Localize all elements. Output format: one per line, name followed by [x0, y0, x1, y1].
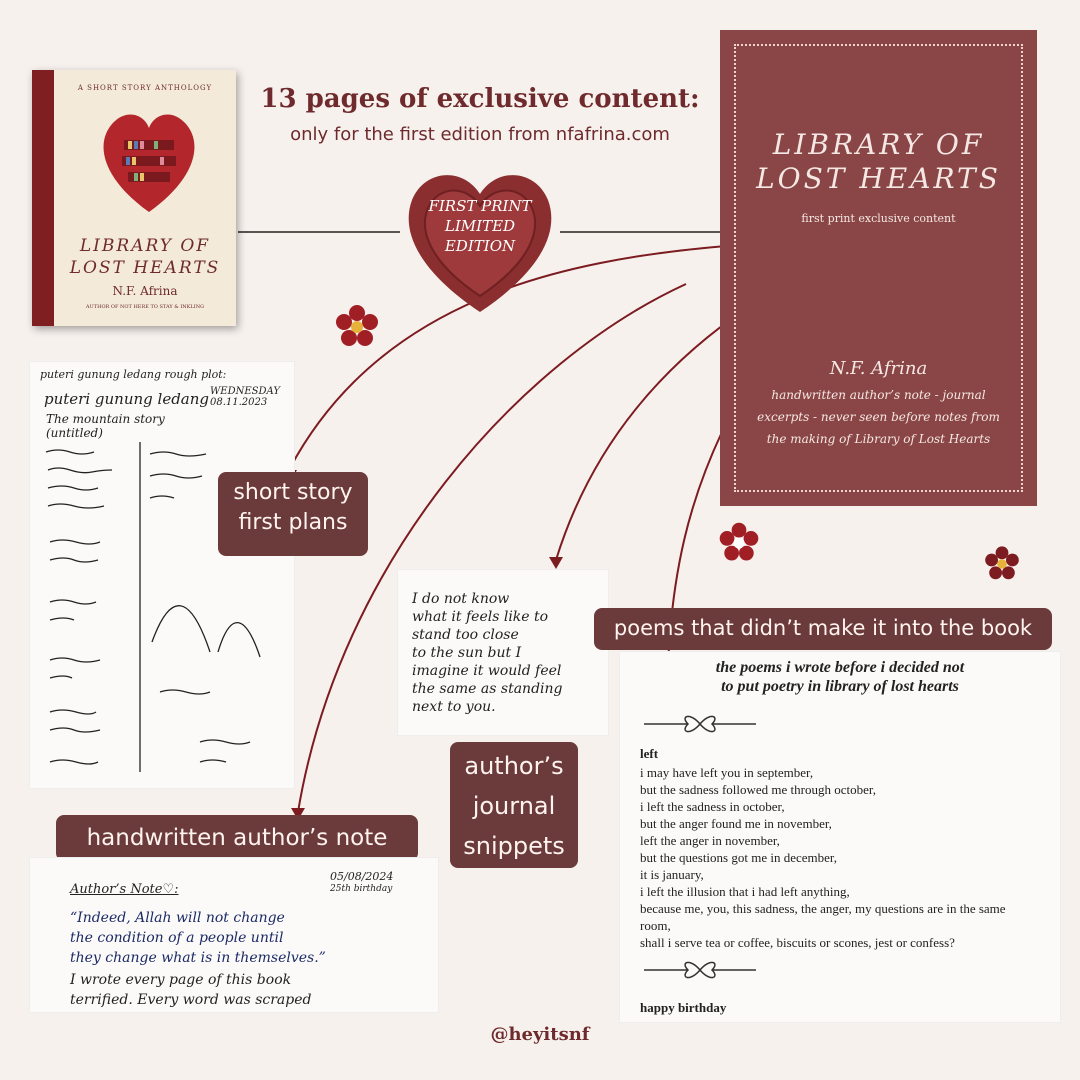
- rough-plot-page: puteri gunung ledang rough plot: puteri …: [30, 362, 294, 788]
- journal-snippets-label: author’s journal snippets: [450, 742, 578, 868]
- exclusive-content-cover: LIBRARY OF LOST HEARTS first print exclu…: [720, 30, 1037, 506]
- short-story-label: short story first plans: [218, 472, 368, 556]
- book-author: N.F. Afrina: [112, 284, 178, 298]
- book-title-line1: LIBRARY OF: [79, 236, 211, 256]
- journal-label-line2: journal: [472, 792, 556, 820]
- seal-line1: FIRST PRINT: [428, 197, 532, 215]
- heart-wax-seal-icon: [408, 175, 552, 312]
- note-line: “Indeed, Allah will not change: [70, 910, 285, 926]
- poems-heading-line2: to put poetry in library of lost hearts: [721, 678, 959, 695]
- poems-heading-line1: the poems i wrote before i decided not: [715, 659, 965, 676]
- journal-line: stand too close: [412, 627, 519, 643]
- cover-author: N.F. Afrina: [829, 358, 928, 379]
- book-title-line2: LOST HEARTS: [69, 258, 221, 278]
- small-book-cover: A SHORT STORY ANTHOLOGY LIBRARY OF LOST …: [32, 70, 236, 326]
- note-line: they change what is in themselves.”: [70, 950, 326, 966]
- cover-title-line1: LIBRARY OF: [772, 128, 985, 161]
- social-handle: @heyitsnf: [490, 1024, 590, 1045]
- poem-body: i may have left you in september, but the…: [640, 764, 1052, 951]
- cover-subtitle: first print exclusive content: [801, 212, 956, 225]
- note-body: I wrote every page of this book terrifie…: [70, 970, 311, 1010]
- poem-line: but the sadness followed me through octo…: [640, 782, 876, 797]
- flower-icon: [985, 546, 1019, 580]
- note-quote: “Indeed, Allah will not change the condi…: [70, 908, 326, 968]
- note-line: the condition of a people until: [70, 930, 284, 946]
- cover-title-line2: LOST HEARTS: [756, 162, 1001, 195]
- cover-desc-line1: handwritten author’s note - journal: [771, 388, 986, 402]
- poems-label: poems that didn’t make it into the book: [594, 608, 1052, 650]
- poems-heading: the poems i wrote before i decided not t…: [620, 658, 1060, 696]
- note-day: 25th birthday: [330, 884, 393, 894]
- poem-line: left the anger in november,: [640, 833, 780, 848]
- poem-line: but the anger found me in november,: [640, 816, 832, 831]
- journal-line: the same as standing: [412, 681, 563, 697]
- handwritten-scribbles: [45, 442, 261, 772]
- seal-text: FIRST PRINT LIMITED EDITION: [398, 196, 562, 256]
- plot-title: puteri gunung ledang: [44, 390, 209, 408]
- next-poem-title: happy birthday: [640, 1000, 727, 1015]
- poem-line: i left the sadness in october,: [640, 799, 785, 814]
- journal-line: next to you.: [412, 699, 496, 715]
- poem-line: i left the illusion that i had left anyt…: [640, 884, 850, 899]
- journal-line: to the sun but I: [412, 645, 522, 661]
- poem-line: but the questions got me in december,: [640, 850, 837, 865]
- bow-divider-icon: [644, 961, 756, 979]
- floral-border: [734, 44, 1023, 492]
- note-heading: Author’s Note♡:: [70, 882, 179, 897]
- bow-divider-icon: [644, 715, 756, 733]
- flower-icon: [719, 522, 759, 561]
- poems-page: the poems i wrote before i decided not t…: [620, 652, 1060, 1022]
- book-tagline: AUTHOR OF NOT HERE TO STAY & INKLING: [85, 304, 205, 310]
- journal-line: imagine it would feel: [412, 663, 562, 679]
- note-line: I wrote every page of this book: [70, 972, 292, 988]
- poem-line: i may have left you in september,: [640, 765, 814, 780]
- book-tag: A SHORT STORY ANTHOLOGY: [77, 84, 213, 92]
- journal-label-line1: author’s: [464, 752, 564, 780]
- headline: 13 pages of exclusive content:: [260, 84, 700, 114]
- journal-label-line3: snippets: [463, 832, 565, 860]
- book-spine: [32, 70, 54, 326]
- seal-line3: EDITION: [444, 237, 516, 255]
- journal-line: what it feels like to: [412, 609, 549, 625]
- journal-snippet-page: I do not know what it feels like to stan…: [398, 570, 608, 735]
- journal-line: I do not know: [412, 591, 510, 607]
- subline: only for the first edition from nfafrina…: [290, 124, 670, 145]
- poem-line: it is january,: [640, 867, 704, 882]
- poem-line: shall i serve tea or coffee, biscuits or…: [640, 935, 955, 950]
- short-story-line2: first plans: [238, 509, 348, 535]
- cover-desc-line2: excerpts - never seen before notes from: [757, 410, 1000, 424]
- plot-date: WEDNESDAY 08.11.2023: [210, 386, 280, 408]
- note-line: terrified. Every word was scraped: [70, 992, 312, 1008]
- note-date: 05/08/2024: [330, 870, 394, 883]
- short-story-line1: short story: [233, 480, 353, 505]
- flower-icon: [336, 305, 378, 346]
- cover-desc-line3: the making of Library of Lost Hearts: [766, 432, 991, 446]
- poem-line: because me, you, this sadness, the anger…: [640, 901, 1006, 916]
- authors-note-page: Author’s Note♡: 05/08/2024 25th birthday…: [30, 858, 438, 1012]
- authors-note-label: handwritten author’s note: [56, 815, 418, 861]
- poem-title: left: [640, 746, 659, 761]
- heart-bookshelf-illustration: [103, 114, 195, 212]
- poem-line: room,: [640, 918, 671, 933]
- plot-subtitle: The mountain story (untitled): [46, 412, 165, 440]
- journal-text: I do not know what it feels like to stan…: [412, 590, 563, 716]
- plot-header: puteri gunung ledang rough plot:: [40, 368, 227, 381]
- seal-line2: LIMITED: [444, 217, 516, 235]
